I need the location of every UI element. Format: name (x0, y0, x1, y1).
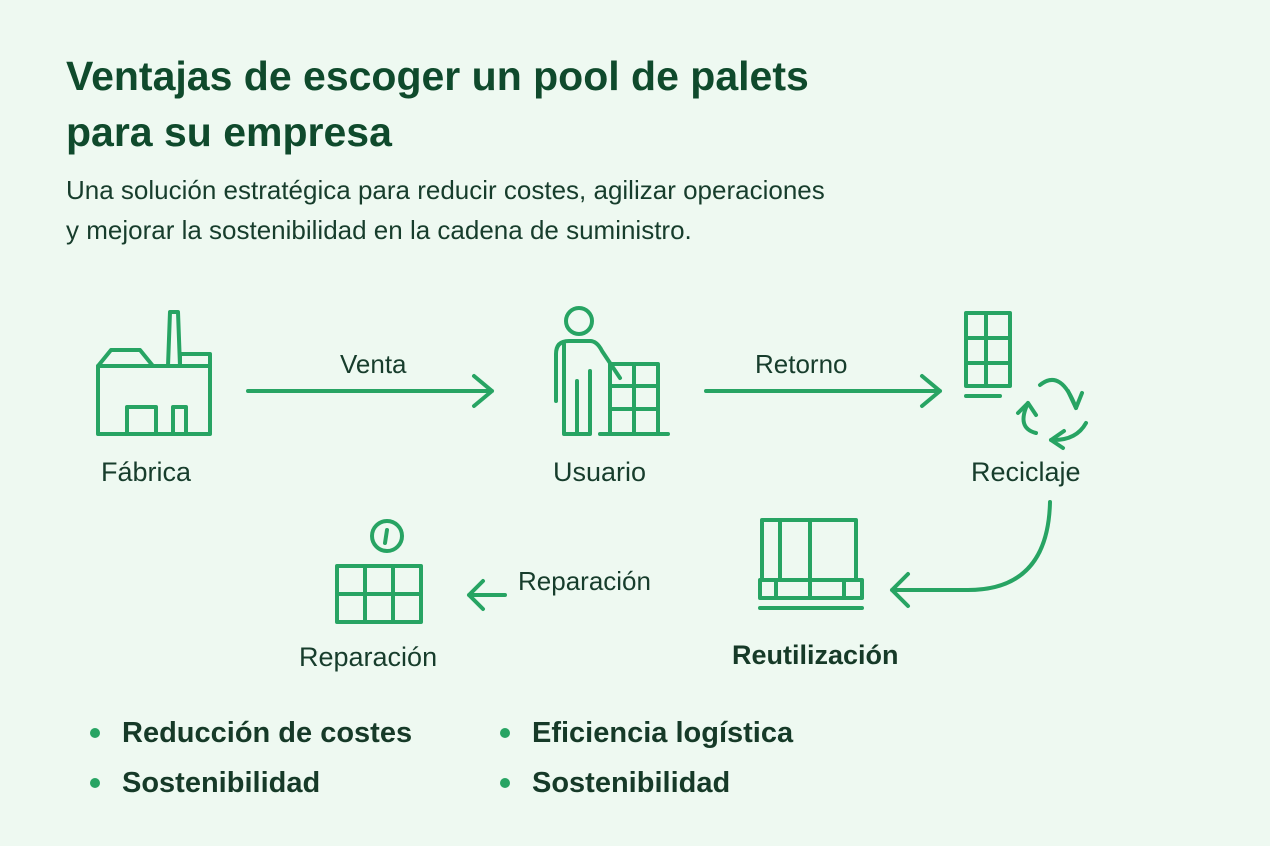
arrow-left-icon (467, 579, 507, 611)
benefit-text: Reducción de costes (122, 716, 413, 749)
subtitle-line-1: Una solución estratégica para reducir co… (66, 175, 825, 205)
title-line-1: Ventajas de escoger un pool de palets (66, 53, 809, 99)
node-label-repair: Reparación (299, 642, 438, 672)
benefits-list: Reducción de costes Eficiencia logística… (90, 714, 860, 802)
bullet-icon (500, 728, 510, 738)
benefit-text: Sostenibilidad (532, 766, 731, 799)
list-item: Sostenibilidad (500, 764, 860, 802)
reuse-pallet-icon (758, 518, 864, 610)
title-line-2: para su empresa (66, 109, 392, 155)
benefit-text: Eficiencia logística (532, 716, 794, 749)
recycling-pallet-icon (964, 311, 1088, 450)
edge-label-sale: Venta (340, 349, 407, 379)
curved-arrow-icon (890, 500, 1052, 608)
user-with-pallet-icon (554, 306, 670, 436)
list-item: Reducción de costes (90, 714, 500, 752)
node-label-factory: Fábrica (101, 457, 192, 487)
bullet-icon (90, 778, 100, 788)
arrow-right-icon (246, 374, 494, 408)
page-title: Ventajas de escoger un pool de palets par… (66, 48, 809, 160)
subtitle: Una solución estratégica para reducir co… (66, 170, 825, 250)
node-label-recycling: Reciclaje (971, 457, 1081, 487)
benefit-text: Sostenibilidad (122, 766, 321, 799)
list-item: Sostenibilidad (90, 764, 500, 802)
edge-label-repair: Reparación (518, 566, 651, 596)
node-label-reuse: Reutilización (732, 640, 899, 670)
node-label-user: Usuario (553, 457, 647, 487)
factory-icon (96, 310, 212, 436)
arrow-right-icon (704, 374, 942, 408)
bullet-icon (90, 728, 100, 738)
edge-label-return: Retorno (755, 349, 848, 379)
list-item: Eficiencia logística (500, 714, 860, 752)
repair-pallet-icon (335, 519, 423, 624)
subtitle-line-2: y mejorar la sostenibilidad en la cadena… (66, 215, 692, 245)
bullet-icon (500, 778, 510, 788)
